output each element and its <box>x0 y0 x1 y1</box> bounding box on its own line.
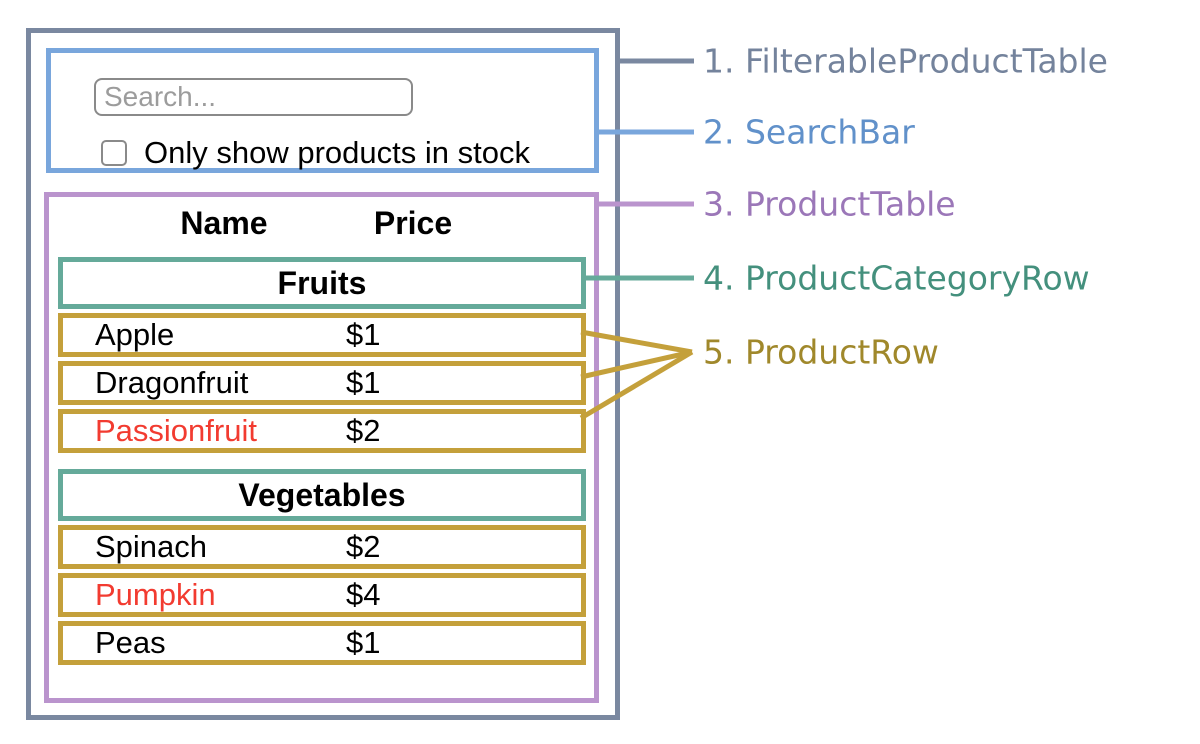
legend-filterable-product-table: 1. FilterableProductTable <box>703 41 1108 81</box>
product-price: $2 <box>346 529 381 564</box>
category-label: Vegetables <box>238 476 406 513</box>
product-row-peas: Peas $1 <box>58 621 586 665</box>
product-name-out-of-stock: Pumpkin <box>95 577 216 612</box>
column-header-name: Name <box>180 205 268 241</box>
product-row-passionfruit: Passionfruit $2 <box>58 409 586 453</box>
product-name-out-of-stock: Passionfruit <box>95 413 257 448</box>
product-row-apple: Apple $1 <box>58 313 586 357</box>
product-row-pumpkin: Pumpkin $4 <box>58 573 586 617</box>
category-label: Fruits <box>277 264 367 301</box>
product-name: Peas <box>95 625 166 660</box>
product-name: Apple <box>95 317 175 352</box>
stock-filter-row: Only show products in stock <box>101 135 530 171</box>
legend-product-row: 5. ProductRow <box>703 332 939 372</box>
product-name: Dragonfruit <box>95 365 249 400</box>
search-bar-box: Only show products in stock <box>46 48 599 173</box>
product-row-dragonfruit: Dragonfruit $1 <box>58 361 586 405</box>
product-price: $1 <box>346 625 381 660</box>
product-price: $4 <box>346 577 381 612</box>
column-header-price: Price <box>373 205 453 241</box>
category-row-vegetables: Vegetables <box>58 469 586 521</box>
legend-product-table: 3. ProductTable <box>703 184 956 224</box>
category-row-fruits: Fruits <box>58 257 586 309</box>
legend-search-bar: 2. SearchBar <box>703 112 915 152</box>
product-price: $1 <box>346 317 381 352</box>
table-header-row: Name Price <box>49 205 594 241</box>
product-price: $2 <box>346 413 381 448</box>
stock-checkbox-label: Only show products in stock <box>144 135 530 170</box>
product-row-spinach: Spinach $2 <box>58 525 586 569</box>
table-rows: Fruits Apple $1 Dragonfruit $1 Passionfr… <box>58 257 586 665</box>
stock-checkbox[interactable] <box>101 140 127 166</box>
product-price: $1 <box>346 365 381 400</box>
legend-product-category-row: 4. ProductCategoryRow <box>703 258 1090 298</box>
product-name: Spinach <box>95 529 208 564</box>
search-input[interactable] <box>94 78 413 116</box>
product-table-box: Name Price Fruits Apple $1 Dragonfruit $… <box>44 192 599 703</box>
